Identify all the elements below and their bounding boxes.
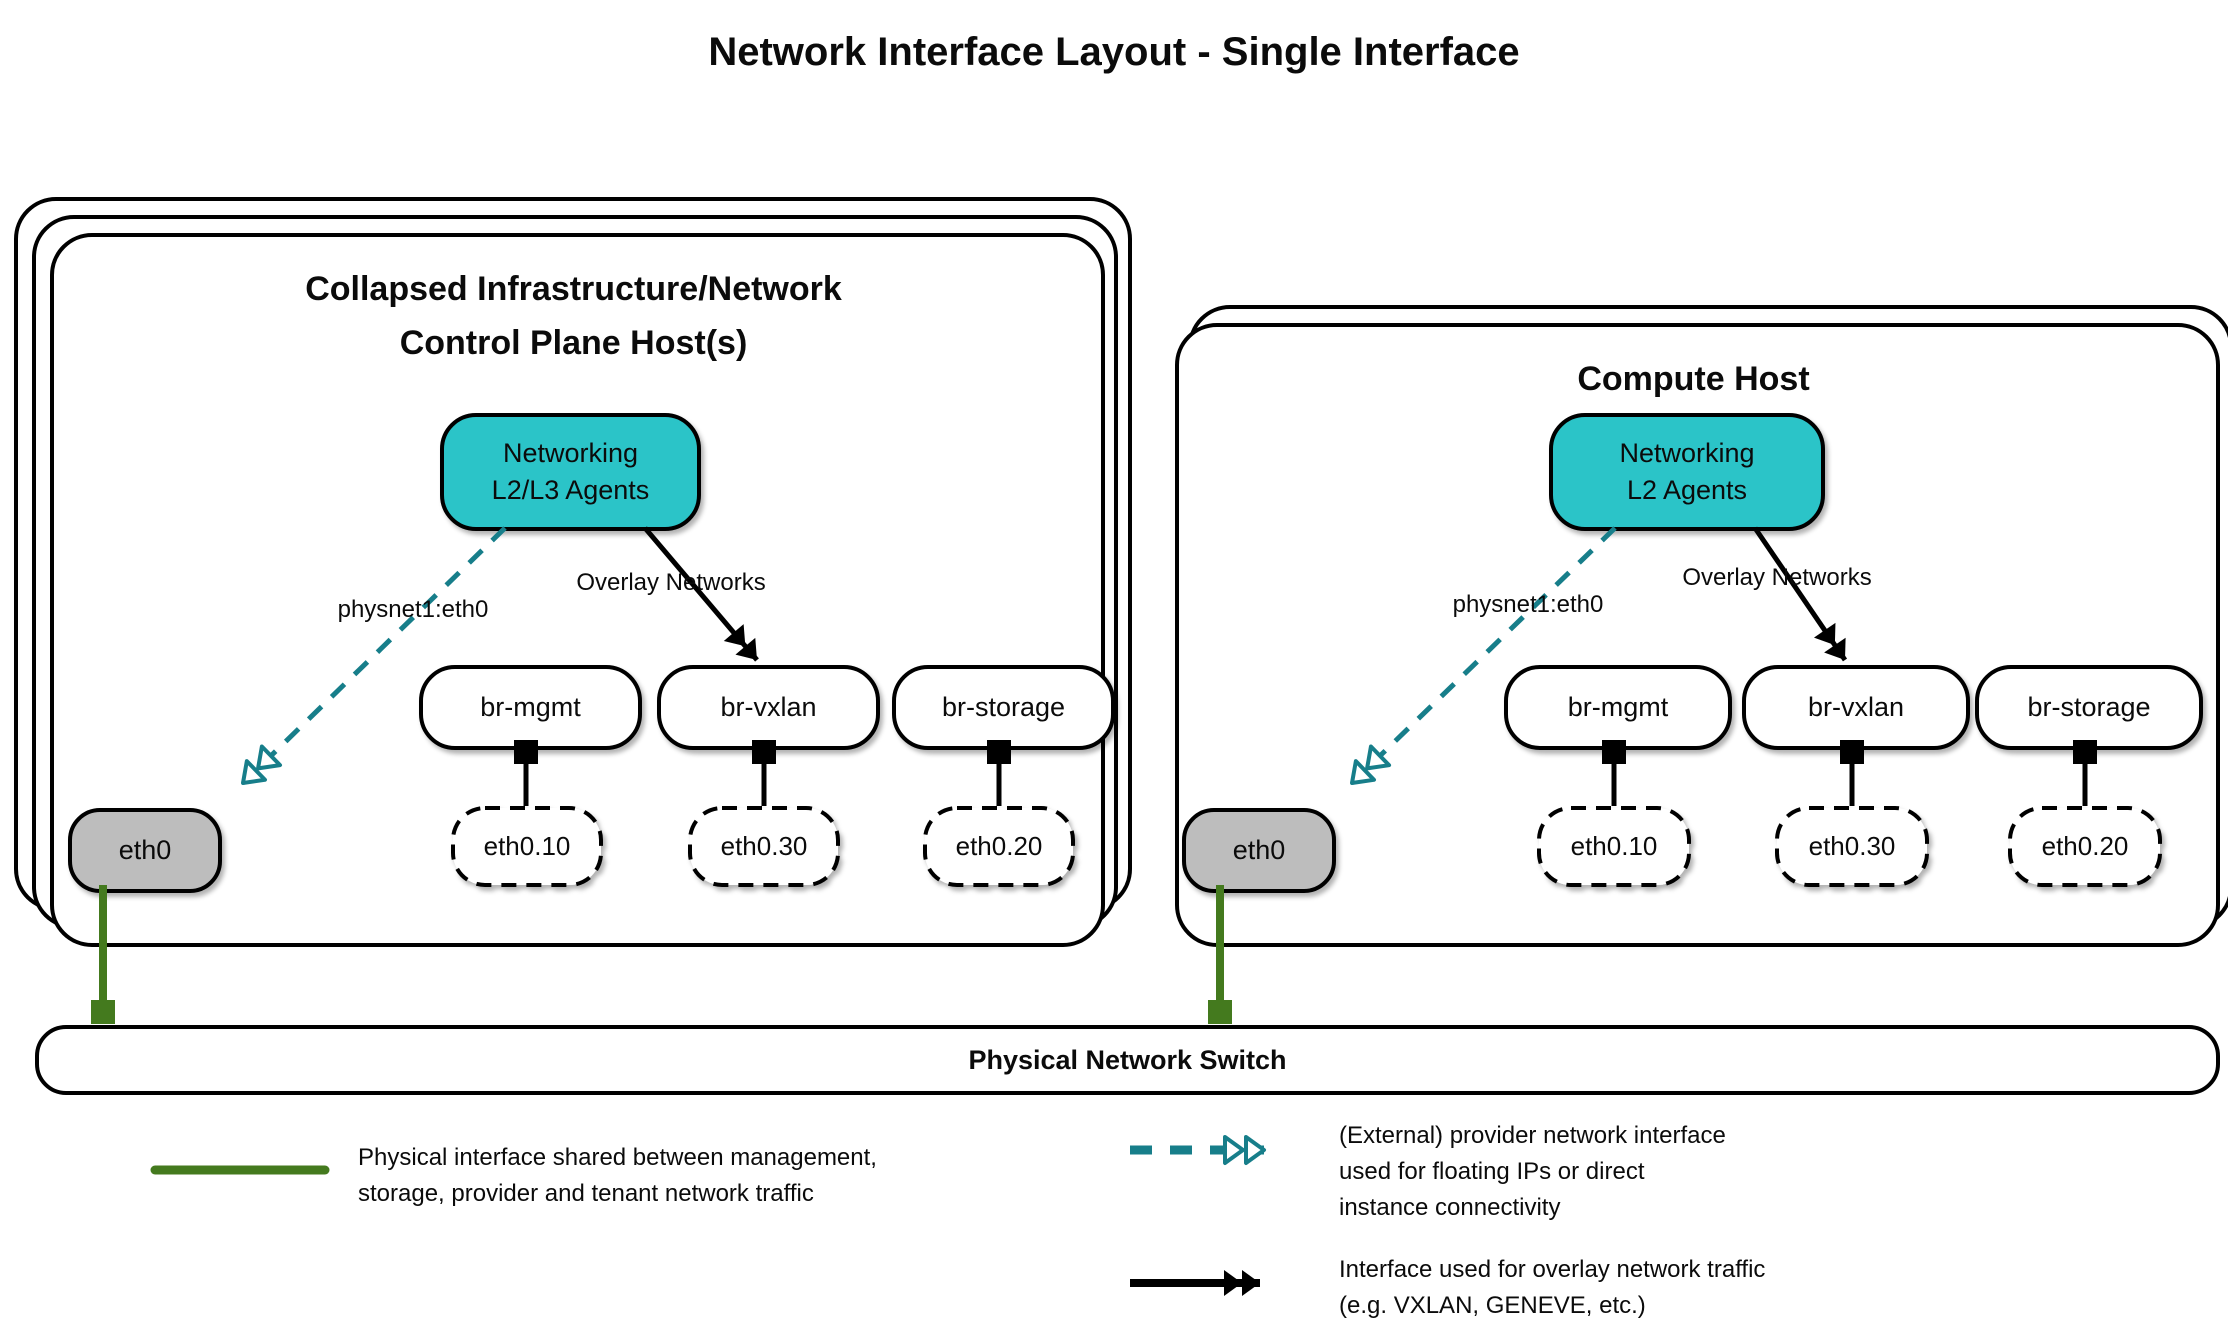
legend-overlay-text: Interface used for overlay network traff… [1339,1252,1939,1324]
left-host-title-line1: Collapsed Infrastructure/Network [305,270,842,308]
right-bridge-br-storage: br-storage [1975,665,2203,750]
right-vlan-eth0-10: eth0.10 [1570,831,1658,861]
left-vlan-eth0-10: eth0.10 [483,831,571,861]
left-agent-label-line1: Networking [502,438,639,468]
legend-physical-line1: Physical interface shared between manage… [358,1144,877,1171]
right-bridge-br-mgmt: br-mgmt [1504,665,1732,750]
left-agent-label-line2: L2/L3 Agents [491,475,650,505]
right-vlan-eth0-30: eth0.30 [1808,831,1896,861]
left-host-title-line2: Control Plane Host(s) [399,324,748,362]
left-bridge-br-storage: br-storage [892,665,1115,750]
left-vlan-eth0-20: eth0.20 [955,831,1043,861]
left-bridge-br-vxlan: br-vxlan [657,665,880,750]
right-agent-label-line2: L2 Agents [1626,475,1748,505]
right-vlan-eth0-20: eth0.20 [2041,831,2129,861]
left-switch-port-square [91,1000,115,1024]
legend-overlay-line1: Interface used for overlay network traff… [1339,1256,1766,1283]
left-provider-arrow-label: physnet1:eth0 [337,596,489,623]
right-overlay-arrow-label: Overlay Networks [1682,564,1872,591]
diagram-title: Network Interface Layout - Single Interf… [708,30,1520,74]
legend-provider-line2: used for floating IPs or direct [1339,1158,1645,1185]
right-provider-arrow-label: physnet1:eth0 [1452,591,1604,618]
legend-provider-line1: (External) provider network interface [1339,1122,1726,1149]
legend-provider-text: (External) provider network interface us… [1339,1118,1939,1226]
right-networking-agents-node: Networking L2 Agents [1549,413,1825,531]
right-eth0-node: eth0 [1182,808,1336,893]
physical-network-switch: Physical Network Switch [35,1025,2220,1095]
right-bridge-br-vxlan: br-vxlan [1742,665,1970,750]
left-bridge-br-mgmt: br-mgmt [419,665,642,750]
left-host-title: Collapsed Infrastructure/Network Control… [50,262,1097,370]
right-host-title: Compute Host [1577,360,1810,398]
right-switch-port-square [1208,1000,1232,1024]
legend-physical-line2: storage, provider and tenant network tra… [358,1180,814,1207]
left-overlay-arrow-label: Overlay Networks [576,569,766,596]
legend-provider-line3: instance connectivity [1339,1194,1561,1221]
left-networking-agents-node: Networking L2/L3 Agents [440,413,701,531]
left-eth0-node: eth0 [68,808,222,893]
legend-overlay-line2: (e.g. VXLAN, GENEVE, etc.) [1339,1292,1646,1319]
legend-physical-text: Physical interface shared between manage… [358,1140,958,1212]
left-vlan-eth0-30: eth0.30 [720,831,808,861]
right-agent-label-line1: Networking [1619,438,1755,468]
